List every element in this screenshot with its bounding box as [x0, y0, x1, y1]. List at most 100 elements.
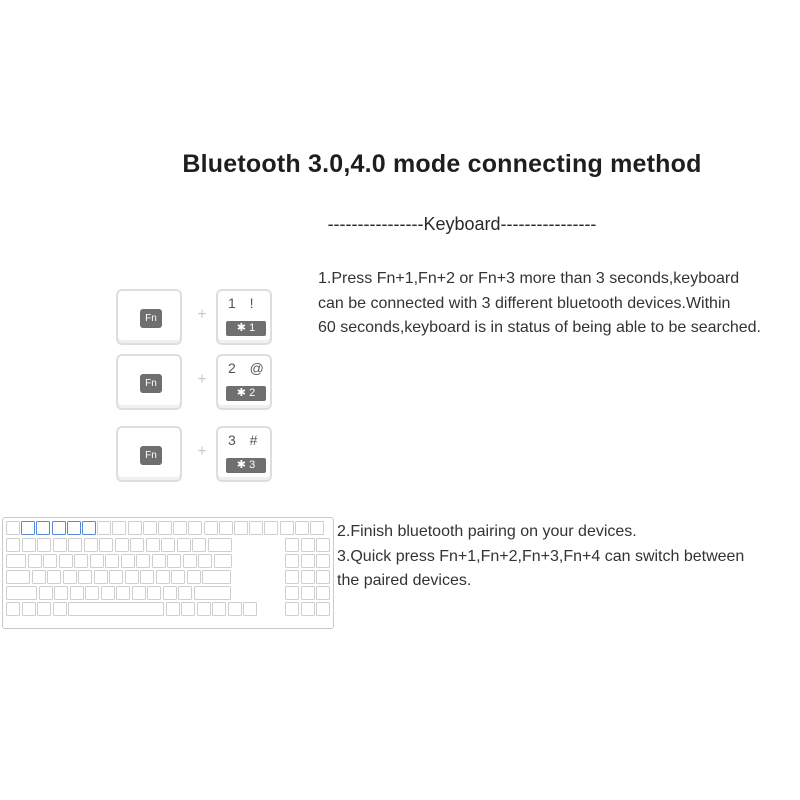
key-combo-fn-3: Fn + 3 # ✱ 3 [116, 426, 276, 482]
keyboard-key [6, 538, 20, 552]
bluetooth-channel-label: ✱ 3 [226, 458, 266, 473]
keyboard-key [52, 602, 67, 616]
keyboard-key [66, 521, 81, 535]
fn-key: Fn [116, 354, 182, 410]
keyboard-key [140, 570, 154, 584]
keyboard-key [285, 586, 299, 600]
keyboard-key [37, 602, 51, 616]
bluetooth-channel-label: ✱ 1 [226, 321, 266, 336]
keyboard-key [6, 570, 30, 584]
keyboard-key [58, 554, 73, 568]
keyboard-key [300, 570, 315, 584]
plus-sign: + [197, 306, 207, 323]
instruction-line: can be connected with 3 different blueto… [318, 294, 731, 312]
keyboard-key [31, 570, 46, 584]
keyboard-key [68, 538, 82, 552]
keyboard-key [97, 521, 112, 535]
plus-sign: + [197, 371, 207, 388]
keyboard-key [192, 538, 206, 552]
keyboard-key [36, 521, 51, 535]
keyboard-key [6, 586, 37, 600]
keyboard-key [300, 602, 315, 616]
keyboard-key [51, 521, 66, 535]
number-key-top-label: 3 # [228, 432, 263, 448]
keyboard-key [285, 554, 299, 568]
keyboard-key [85, 586, 99, 600]
keyboard-key [171, 570, 185, 584]
keyboard-key [162, 586, 177, 600]
number-key-top-label: 2 @ [228, 360, 269, 376]
keyboard-key [100, 586, 115, 600]
keyboard-key [285, 570, 299, 584]
keyboard-key [158, 521, 172, 535]
keyboard-key [213, 554, 232, 568]
keyboard-key [181, 602, 195, 616]
keyboard-key [78, 570, 92, 584]
keyboard-key [27, 554, 42, 568]
keyboard-key [316, 570, 330, 584]
keyboard-key [310, 521, 324, 535]
keyboard-key [300, 554, 315, 568]
instruction-line: 2.Finish bluetooth pairing on your devic… [337, 523, 637, 540]
keyboard-key [173, 521, 188, 535]
key-combo-fn-2: Fn + 2 @ ✱ 2 [116, 354, 276, 410]
keyboard-key [74, 554, 88, 568]
keyboard-key [243, 602, 257, 616]
number-key-1: 1 ! ✱ 1 [216, 289, 272, 345]
page-title: Bluetooth 3.0,4.0 mode connecting method [182, 150, 702, 178]
keyboard-key [38, 586, 53, 600]
instruction-line: 60 seconds,keyboard is in status of bein… [318, 319, 761, 336]
keyboard-key [147, 586, 161, 600]
keyboard-key [285, 602, 299, 616]
keyboard-key [182, 554, 197, 568]
keyboard-key [167, 554, 181, 568]
keyboard-key [6, 521, 20, 535]
number-key-top-label: 1 ! [228, 295, 259, 311]
plus-sign: + [197, 443, 207, 460]
keyboard-key [127, 521, 142, 535]
keyboard-key [89, 554, 104, 568]
keyboard-key [130, 538, 144, 552]
keyboard-key [227, 602, 242, 616]
keyboard-key [109, 570, 123, 584]
keyboard-key [124, 570, 139, 584]
keyboard-key [316, 602, 330, 616]
instruction-steps-2-3: 2.Finish bluetooth pairing on your devic… [337, 520, 744, 594]
keyboard-key [21, 538, 36, 552]
instruction-line: 3.Quick press Fn+1,Fn+2,Fn+3,Fn+4 can sw… [337, 547, 745, 565]
keyboard-key [37, 538, 51, 552]
keyboard-key [68, 602, 164, 616]
keyboard-key [264, 521, 279, 535]
instruction-line: 1.Press Fn+1,Fn+2 or Fn+3 more than 3 se… [318, 270, 740, 287]
keyboard-key [249, 521, 264, 535]
keyboard-key [142, 521, 157, 535]
keyboard-key [52, 538, 67, 552]
keyboard-key [193, 586, 231, 600]
section-subtitle-keyboard: ----------------Keyboard---------------- [327, 214, 597, 234]
keyboard-key [218, 521, 233, 535]
keyboard-key [196, 602, 211, 616]
keyboard-key [294, 521, 309, 535]
keyboard-key [116, 586, 130, 600]
fn-key: Fn [116, 289, 182, 345]
keyboard-key [105, 554, 119, 568]
fn-key-label: Fn [140, 309, 162, 328]
keyboard-key [6, 554, 26, 568]
keyboard-key [161, 538, 175, 552]
keyboard-key [212, 602, 226, 616]
keyboard-key [47, 570, 61, 584]
keyboard-key [151, 554, 166, 568]
keyboard-key [136, 554, 150, 568]
keyboard-key [93, 570, 108, 584]
keyboard-key [69, 586, 84, 600]
number-key-2: 2 @ ✱ 2 [216, 354, 272, 410]
keyboard-key [114, 538, 129, 552]
keyboard-key [316, 554, 330, 568]
keyboard-key [43, 554, 57, 568]
keyboard-key [145, 538, 160, 552]
keyboard-key [54, 586, 68, 600]
keyboard-key [155, 570, 170, 584]
keyboard-key [165, 602, 180, 616]
keyboard-key [198, 554, 212, 568]
keyboard-key [279, 521, 294, 535]
